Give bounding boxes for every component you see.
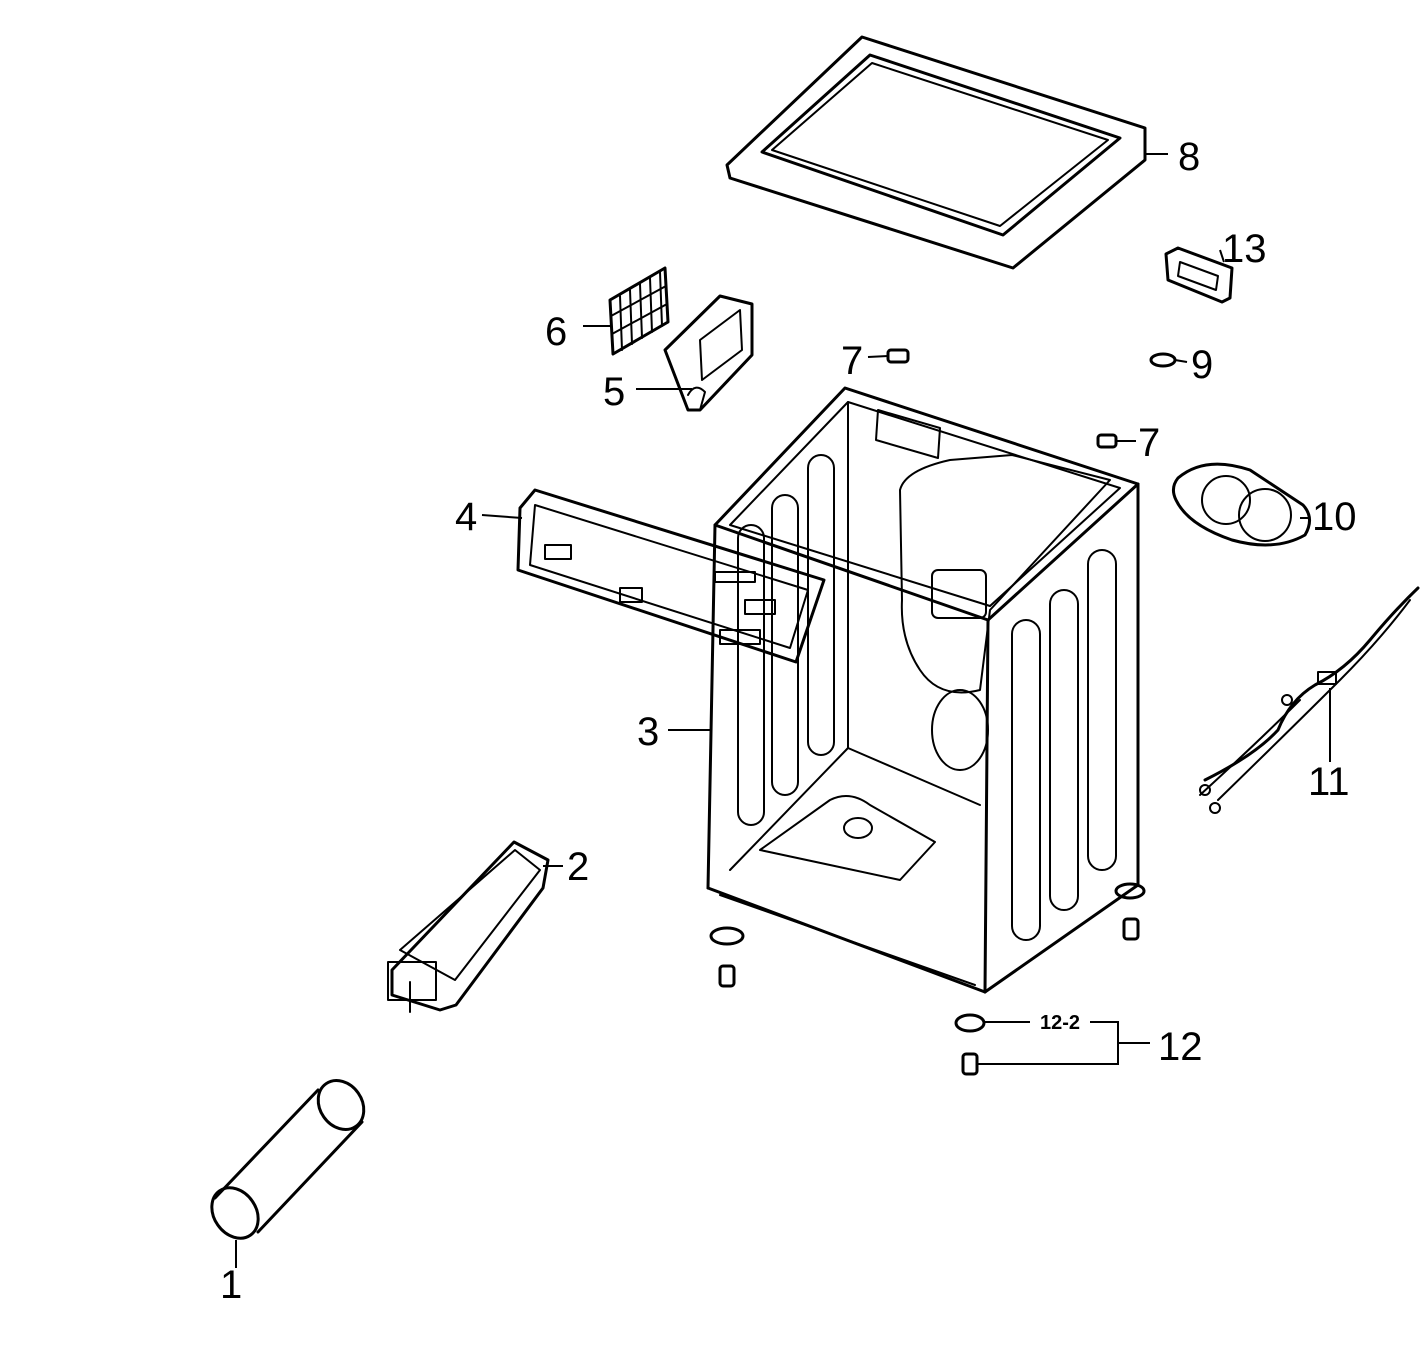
callout-13: 13 xyxy=(1222,227,1267,271)
part-5-bracket xyxy=(663,294,754,412)
callout-1: 1 xyxy=(220,1263,242,1307)
part-7-clip-lower xyxy=(1096,433,1118,449)
leveling-foot-left xyxy=(709,926,745,988)
part-10-duct-cover xyxy=(1171,462,1311,547)
part-11-wire-harness xyxy=(1199,586,1420,814)
leveling-foot-right xyxy=(1114,882,1146,941)
part-13-bracket xyxy=(1164,246,1234,304)
part-7-clip-upper xyxy=(886,348,910,364)
callout-7-upper: 7 xyxy=(841,339,863,383)
callout-12-2: 12-2 xyxy=(1040,1012,1080,1034)
callout-6: 6 xyxy=(545,310,567,354)
part-9-clip xyxy=(1149,352,1177,368)
part-4-front-bracket xyxy=(516,488,826,664)
part-3-cabinet xyxy=(706,386,1140,994)
callout-4: 4 xyxy=(455,495,477,539)
part-8-top-cover xyxy=(725,35,1147,270)
callout-2: 2 xyxy=(567,845,589,889)
part-6-grille xyxy=(608,266,670,356)
callout-7-lower: 7 xyxy=(1138,421,1160,465)
callout-5: 5 xyxy=(603,370,625,414)
callout-10: 10 xyxy=(1312,495,1357,539)
callout-9: 9 xyxy=(1191,343,1213,387)
callout-12: 12 xyxy=(1158,1025,1203,1069)
part-12-foot-assembly xyxy=(954,1013,986,1076)
leader-lines xyxy=(235,153,1331,1268)
callout-11: 11 xyxy=(1308,760,1350,804)
callout-3: 3 xyxy=(637,710,659,754)
part-2-control-box xyxy=(387,840,550,1013)
callout-8: 8 xyxy=(1178,135,1200,179)
part-1-duct-tube xyxy=(210,1079,366,1240)
